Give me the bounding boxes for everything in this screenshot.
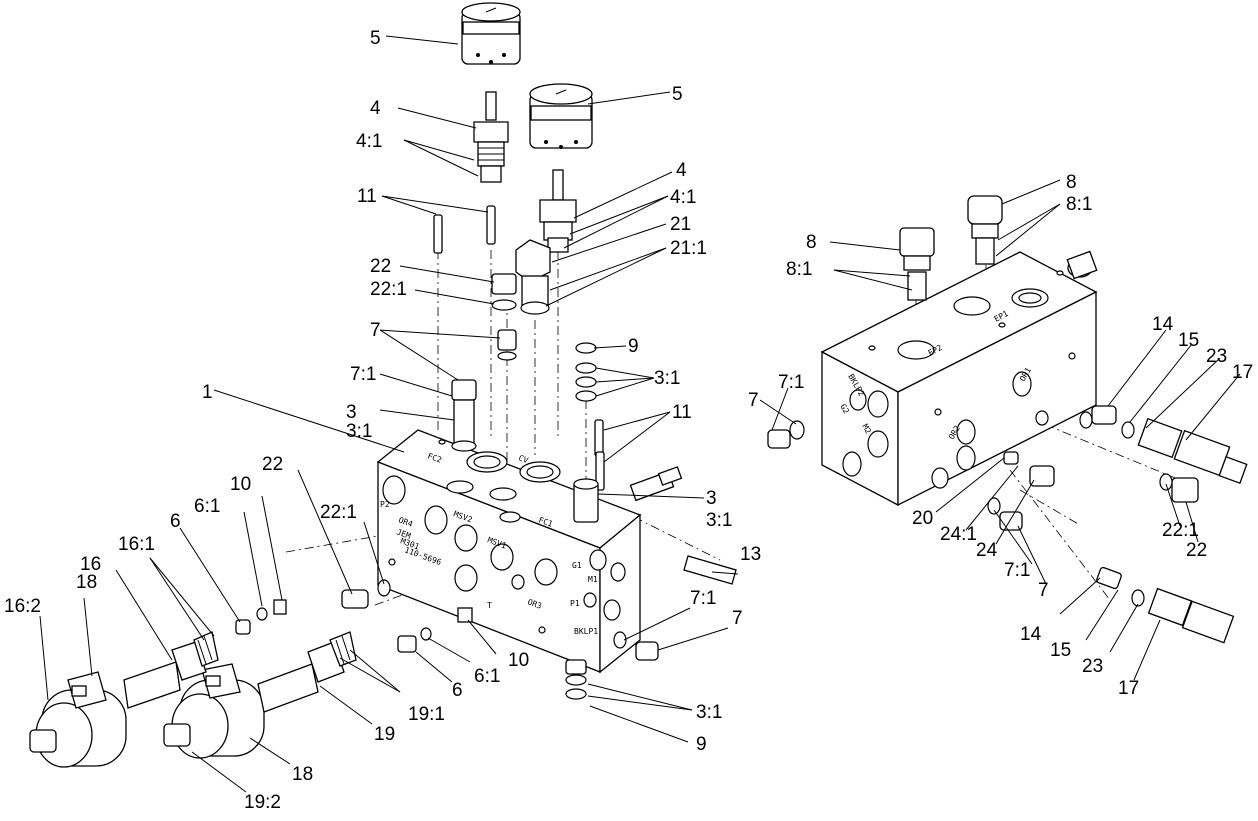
callout-3-right: 3 <box>706 488 717 509</box>
callout-11-top: 11 <box>357 186 377 207</box>
orifice-22 <box>491 273 517 311</box>
callout-22-rb: 22 <box>1186 540 1207 561</box>
lower-rings-and-plug <box>565 555 737 700</box>
stamp-t: T <box>487 601 492 610</box>
callout-23-lower: 23 <box>1082 656 1103 677</box>
callout-5-lower: 5 <box>672 84 683 105</box>
callout-6-1-left: 6:1 <box>194 496 220 517</box>
pins-11-right <box>594 419 605 491</box>
callout-7-1-top: 7:1 <box>350 364 376 385</box>
solenoid-coil-18 <box>163 663 265 759</box>
callout-11-right: 11 <box>672 402 692 423</box>
callout-6-bottom: 6 <box>452 680 463 701</box>
callout-7-1-bottom: 7:1 <box>690 588 716 609</box>
callout-16-2: 16:2 <box>4 596 41 617</box>
callout-20: 20 <box>912 508 933 529</box>
callout-19-2: 19:2 <box>244 792 281 813</box>
small-parts-6-10 <box>235 579 473 653</box>
callout-3-1-right: 3:1 <box>706 510 732 531</box>
callout-3-left: 3 <box>346 402 357 423</box>
sensor-17-lower <box>1096 566 1235 644</box>
leader-lines <box>39 35 1241 793</box>
callout-7-1-rb: 7:1 <box>778 372 804 393</box>
callout-23-upper: 23 <box>1206 346 1227 367</box>
callout-21-1: 21:1 <box>670 238 707 259</box>
callout-22-1-left: 22:1 <box>320 502 357 523</box>
callout-22-1-rb: 22:1 <box>1162 520 1199 541</box>
solenoid-coil-16-2 <box>29 671 127 768</box>
fittings-20-24 <box>987 451 1199 531</box>
callout-6-left: 6 <box>170 511 181 532</box>
callout-3-1-bottom: 3:1 <box>696 702 722 723</box>
relief-cartridge-8-right <box>967 195 1003 265</box>
callout-16-1: 16:1 <box>118 534 155 555</box>
callout-22-1-top: 22:1 <box>370 279 407 300</box>
callout-24: 24 <box>976 540 998 561</box>
stamp-m2: M2 <box>860 423 873 436</box>
right-stack-rings-3-1 <box>575 342 597 402</box>
callout-14-lower: 14 <box>1020 624 1042 645</box>
sensor-17-upper <box>1079 405 1248 484</box>
stamp-p1: P1 <box>570 599 580 608</box>
callout-19-1: 19:1 <box>408 704 445 725</box>
cartridge-3-right <box>573 478 599 523</box>
relief-valve-right <box>539 169 577 253</box>
callout-9-bottom: 9 <box>696 734 707 755</box>
callout-18-left: 18 <box>76 572 97 593</box>
callout-18-right: 18 <box>292 764 313 785</box>
callout-15-lower: 15 <box>1050 640 1071 661</box>
knob-cap-lower <box>529 83 593 149</box>
callout-21: 21 <box>670 214 691 235</box>
callout-7-rb: 7 <box>748 390 759 411</box>
callout-4-right: 4 <box>676 160 687 181</box>
callout-3-1-top: 3:1 <box>654 368 680 389</box>
callout-7-top: 7 <box>370 320 381 341</box>
callout-4-left: 4 <box>370 98 381 119</box>
callout-13: 13 <box>740 544 761 565</box>
right-manifold-block <box>820 250 1098 507</box>
callout-10-left: 10 <box>230 474 251 495</box>
callout-7-1-rb-lower: 7:1 <box>1004 560 1030 581</box>
solenoid-valve-16 <box>123 631 219 709</box>
callout-6-1-bottom: 6:1 <box>474 666 500 687</box>
callout-8-1-left: 8:1 <box>786 259 812 280</box>
stamp-p2: P2 <box>380 500 390 509</box>
stamp-cv: CV <box>517 453 529 465</box>
callout-22-left: 22 <box>262 454 283 475</box>
callout-8-1-right: 8:1 <box>1066 194 1092 215</box>
stamp-m1: M1 <box>588 575 598 584</box>
callout-15-upper: 15 <box>1178 330 1199 351</box>
plug-21 <box>515 239 551 315</box>
callout-3-1-left: 3:1 <box>346 421 372 442</box>
callout-7-rb-lower: 7 <box>1038 580 1049 601</box>
stamp-g2: G2 <box>838 403 851 416</box>
callout-22-top: 22 <box>370 256 391 277</box>
callout-5-upper: 5 <box>370 28 381 49</box>
callout-1: 1 <box>202 382 213 403</box>
relief-valve-left <box>473 91 509 183</box>
callout-17-lower: 17 <box>1118 678 1139 699</box>
pins-11-top <box>433 205 496 254</box>
callout-17-upper: 17 <box>1232 362 1253 383</box>
solenoid-valve-19 <box>257 631 357 713</box>
stamp-bklp1: BKLP1 <box>574 627 598 636</box>
relief-cartridge-8-left <box>899 227 935 301</box>
callout-7-bottom: 7 <box>732 608 743 629</box>
callout-16: 16 <box>80 554 101 575</box>
stamp-g1: G1 <box>572 561 582 570</box>
callout-4-1-right: 4:1 <box>670 187 696 208</box>
callout-10-bottom: 10 <box>508 650 529 671</box>
callout-19: 19 <box>374 724 395 745</box>
knob-cap-upper <box>461 2 521 65</box>
callout-labels: 5 5 4 4:1 4 4:1 11 21 21:1 8 8:1 8 8:1 2… <box>4 28 1253 813</box>
callout-4-1-left: 4:1 <box>356 131 382 152</box>
callout-24-1: 24:1 <box>940 524 977 545</box>
check-valve-7-pair <box>451 329 517 452</box>
callout-14-upper: 14 <box>1152 314 1174 335</box>
plug-7-right-block <box>767 420 805 449</box>
callout-9-top: 9 <box>628 336 639 357</box>
callout-8-right: 8 <box>1066 172 1077 193</box>
callout-8-left: 8 <box>806 232 817 253</box>
